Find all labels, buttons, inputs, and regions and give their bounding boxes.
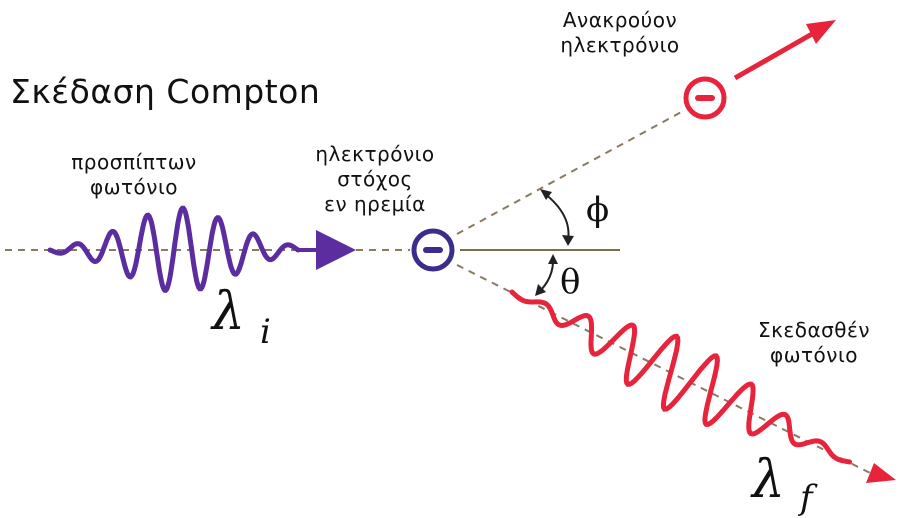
theta-arrowhead-bottom	[535, 284, 546, 296]
diagram-title: Σκέδαση Compton	[10, 72, 321, 111]
recoil-label-line2: ηλεκτρόνιο	[560, 33, 680, 57]
theta-arrowhead-top	[548, 254, 558, 264]
phi-arrowhead-bottom	[562, 235, 574, 246]
target-label-line3: εν ηρεμία	[324, 192, 426, 216]
incident-label-line2: φωτόνιο	[90, 175, 178, 199]
incident-wavelength-subscript: i	[260, 312, 271, 352]
recoil-label-line1: Ανακρούον	[562, 8, 678, 32]
recoil-arrow	[733, 31, 814, 81]
recoil-electron	[683, 76, 727, 120]
scattered-label-line2: φωτόνιο	[770, 343, 858, 367]
target-label-line1: ηλεκτρόνιο	[315, 142, 435, 166]
scattered-wavelength-symbol: λ	[752, 450, 785, 510]
recoil-path-line	[456, 109, 686, 235]
target-electron	[411, 228, 455, 272]
theta-angle-label: θ	[560, 262, 581, 302]
recoil-arrowhead	[806, 20, 836, 44]
incident-photon-wave	[47, 205, 301, 293]
target-electron-label: ηλεκτρόνιο στόχος εν ηρεμία	[280, 142, 470, 217]
scattered-wavelength-subscript: f	[800, 478, 813, 518]
scattered-photon-wave	[509, 289, 853, 465]
phi-angle-label: ϕ	[586, 190, 610, 230]
scattered-photon-label: Σκεδασθέν φωτόνιο	[714, 318, 914, 368]
incident-wavelength-symbol: λ	[212, 282, 245, 342]
phi-angle-arc	[543, 192, 570, 241]
scattered-arrowhead	[866, 463, 896, 483]
incident-photon-label: προσπίπτων φωτόνιο	[14, 150, 254, 200]
scattered-label-line1: Σκεδασθέν	[757, 318, 871, 342]
incident-label-line1: προσπίπτων	[71, 150, 197, 174]
phi-arrowhead-top	[540, 189, 552, 200]
target-label-line2: στόχος	[337, 167, 413, 191]
recoil-electron-label: Ανακρούον ηλεκτρόνιο	[520, 8, 720, 58]
